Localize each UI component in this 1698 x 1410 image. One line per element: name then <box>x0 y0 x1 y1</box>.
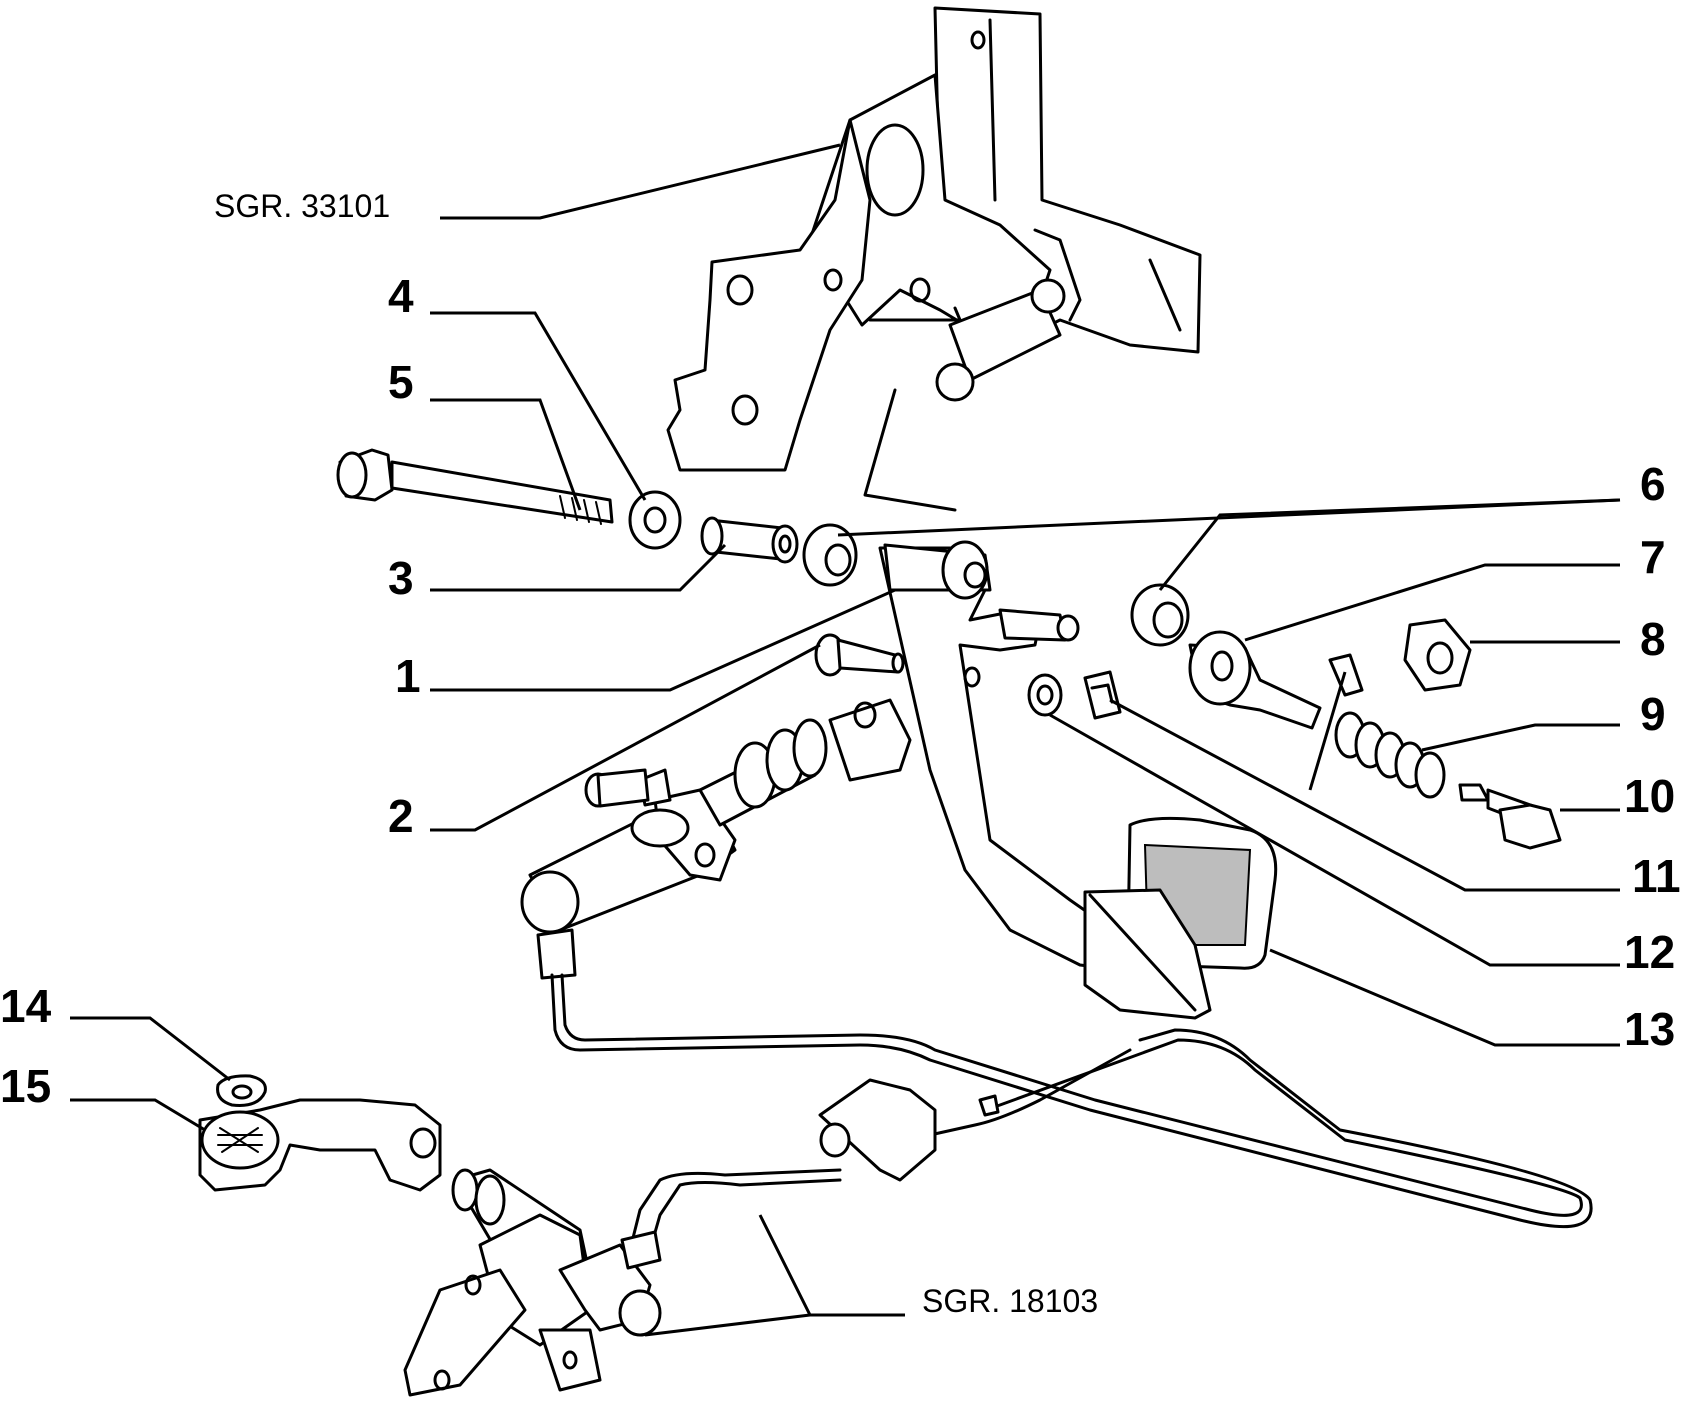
clutch-master-cylinder <box>520 698 912 980</box>
callout-7: 7 <box>1640 531 1666 583</box>
part-6-bush-right <box>1130 583 1190 647</box>
part-1-clutch-pedal <box>878 540 1122 970</box>
part-6-bush-left <box>802 523 858 587</box>
pedal-support-bracket <box>666 6 1202 512</box>
callout-11: 11 <box>1632 850 1681 902</box>
clutch-slave-cylinder <box>403 1168 662 1397</box>
callout-3: 3 <box>388 552 414 604</box>
callout-1: 1 <box>395 650 421 702</box>
callout-2: 2 <box>388 790 414 842</box>
part-14-circlip <box>216 1074 267 1107</box>
part-2-pin <box>814 633 905 677</box>
part-11-hook <box>1328 653 1364 697</box>
part-7-clevis <box>1188 630 1322 730</box>
callout-13: 13 <box>1624 1003 1675 1055</box>
callout-12: 12 <box>1624 926 1675 978</box>
part-12-washer <box>1027 673 1063 717</box>
part-13-pedal-pad <box>1083 816 1278 1020</box>
reference-pedal-support: SGR. 33101 <box>214 188 390 224</box>
part-11-clip <box>1083 670 1122 720</box>
callout-4: 4 <box>388 270 414 322</box>
leader-lines <box>70 143 1621 1337</box>
callout-15: 15 <box>0 1060 51 1112</box>
part-3-spacer <box>700 516 799 564</box>
part-4-washer <box>628 490 682 550</box>
part-10-switch <box>1458 783 1562 850</box>
part-5-pivot-bolt <box>336 448 614 525</box>
callout-8: 8 <box>1640 613 1666 665</box>
part-8-nut <box>1403 618 1472 692</box>
hydraulic-pipe <box>550 973 1593 1252</box>
callout-9: 9 <box>1640 688 1666 740</box>
reference-hydraulic-line: SGR. 18103 <box>922 1283 1098 1319</box>
part-15-release-fork-lever <box>198 1098 442 1192</box>
callout-5: 5 <box>388 356 414 408</box>
callout-6: 6 <box>1640 458 1666 510</box>
callout-14: 14 <box>0 980 52 1032</box>
part-9-spring <box>1334 711 1446 799</box>
callout-10: 10 <box>1624 770 1675 822</box>
